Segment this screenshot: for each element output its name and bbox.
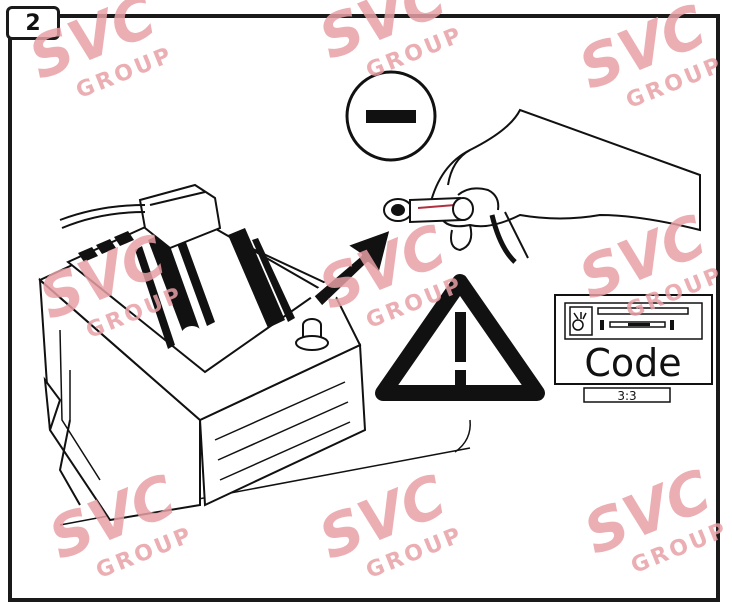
watermark-logo: SVC GROUP bbox=[20, 0, 178, 115]
watermark-logo: SVC GROUP bbox=[575, 455, 732, 590]
watermark-logo: SVC GROUP bbox=[570, 0, 728, 125]
minus-sign-icon bbox=[347, 72, 435, 160]
watermark-logo: SVC GROUP bbox=[310, 460, 468, 595]
code-count-text: 3:3 bbox=[617, 389, 636, 403]
car-battery-illustration bbox=[40, 185, 365, 520]
radio-code-label: Code bbox=[584, 341, 681, 385]
